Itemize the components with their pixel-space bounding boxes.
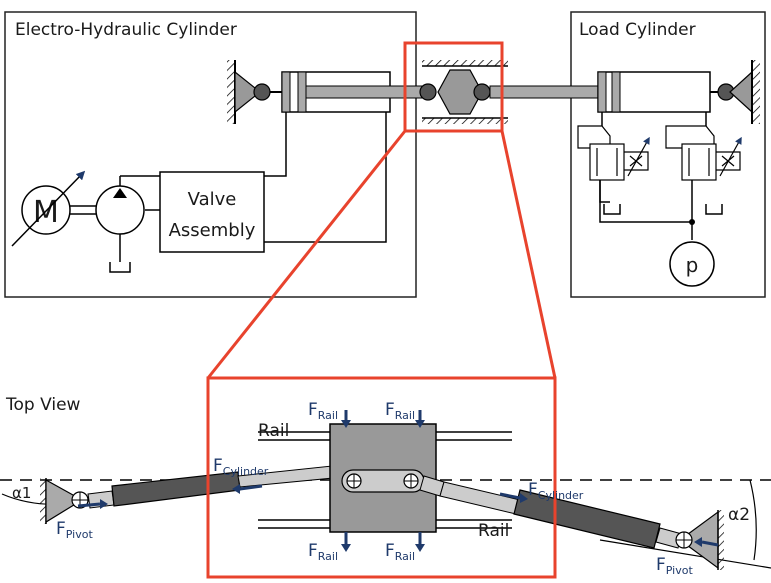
left-cylinder-top-view: [87, 465, 334, 509]
force-label-rail-bottom-right: FRail: [385, 541, 415, 563]
force-arrow-pivot-right: [694, 537, 719, 547]
ehc-cylinder: [281, 71, 431, 113]
force-arrow-rail-bottom-left: [341, 532, 351, 552]
motor: M: [11, 170, 86, 247]
highlight-box-top: [403, 41, 504, 133]
load-relief-valve-right: [665, 112, 742, 240]
valve-assembly: Valve Assembly: [159, 171, 265, 253]
motor-label: M: [33, 195, 59, 230]
rail-top-label: Rail: [258, 421, 289, 441]
ehc-title: Electro-Hydraulic Cylinder: [15, 20, 237, 40]
alpha1-label: α1: [12, 484, 31, 502]
force-arrow-cylinder-left: [232, 484, 263, 494]
force-label-rail-top-left: FRail: [308, 400, 338, 422]
force-label-rail-top-right: FRail: [385, 400, 415, 422]
highlight-box-bottom: [206, 376, 557, 579]
force-arrow-pivot-left: [77, 499, 108, 509]
force-arrow-rail-bottom-right: [415, 532, 425, 552]
pressure-gauge: p: [669, 241, 715, 287]
load-panel: Load Cylinder: [570, 11, 766, 298]
left-pivot-mount: [40, 478, 89, 524]
left-wall-mount: [227, 60, 282, 124]
force-arrow-rail-top-left: [341, 410, 351, 428]
load-title: Load Cylinder: [579, 20, 696, 40]
ehc-panel: Electro-Hydraulic Cylinder: [4, 11, 417, 298]
force-label-rail-bottom-left: FRail: [308, 541, 338, 563]
zoom-connector: [206, 130, 557, 379]
tank-symbol: [109, 262, 131, 273]
linkage-bar: [341, 469, 425, 493]
force-arrow-rail-top-right: [415, 410, 425, 428]
force-label-cylinder-left: FCylinder: [213, 456, 269, 478]
top-view-title: Top View: [5, 395, 81, 415]
force-label-cylinder-right: FCylinder: [528, 480, 584, 502]
rail-mechanism: [419, 60, 599, 124]
load-relief-valve-left: [577, 112, 692, 223]
pump: [95, 185, 145, 273]
valve-label-line2: Assembly: [169, 220, 256, 241]
pressure-label: p: [686, 253, 699, 277]
force-label-pivot-right: FPivot: [656, 555, 693, 577]
force-label-pivot-left: FPivot: [56, 519, 93, 541]
rail-bottom-label: Rail: [478, 521, 509, 541]
load-cylinder: [597, 60, 760, 124]
motor-coupling: [70, 205, 96, 215]
angle-alpha2: α2: [599, 479, 771, 569]
alpha2-label: α2: [728, 505, 750, 525]
right-cylinder-top-view: [419, 475, 683, 549]
force-arrow-cylinder-right: [499, 492, 528, 503]
valve-label-line1: Valve: [188, 189, 237, 210]
